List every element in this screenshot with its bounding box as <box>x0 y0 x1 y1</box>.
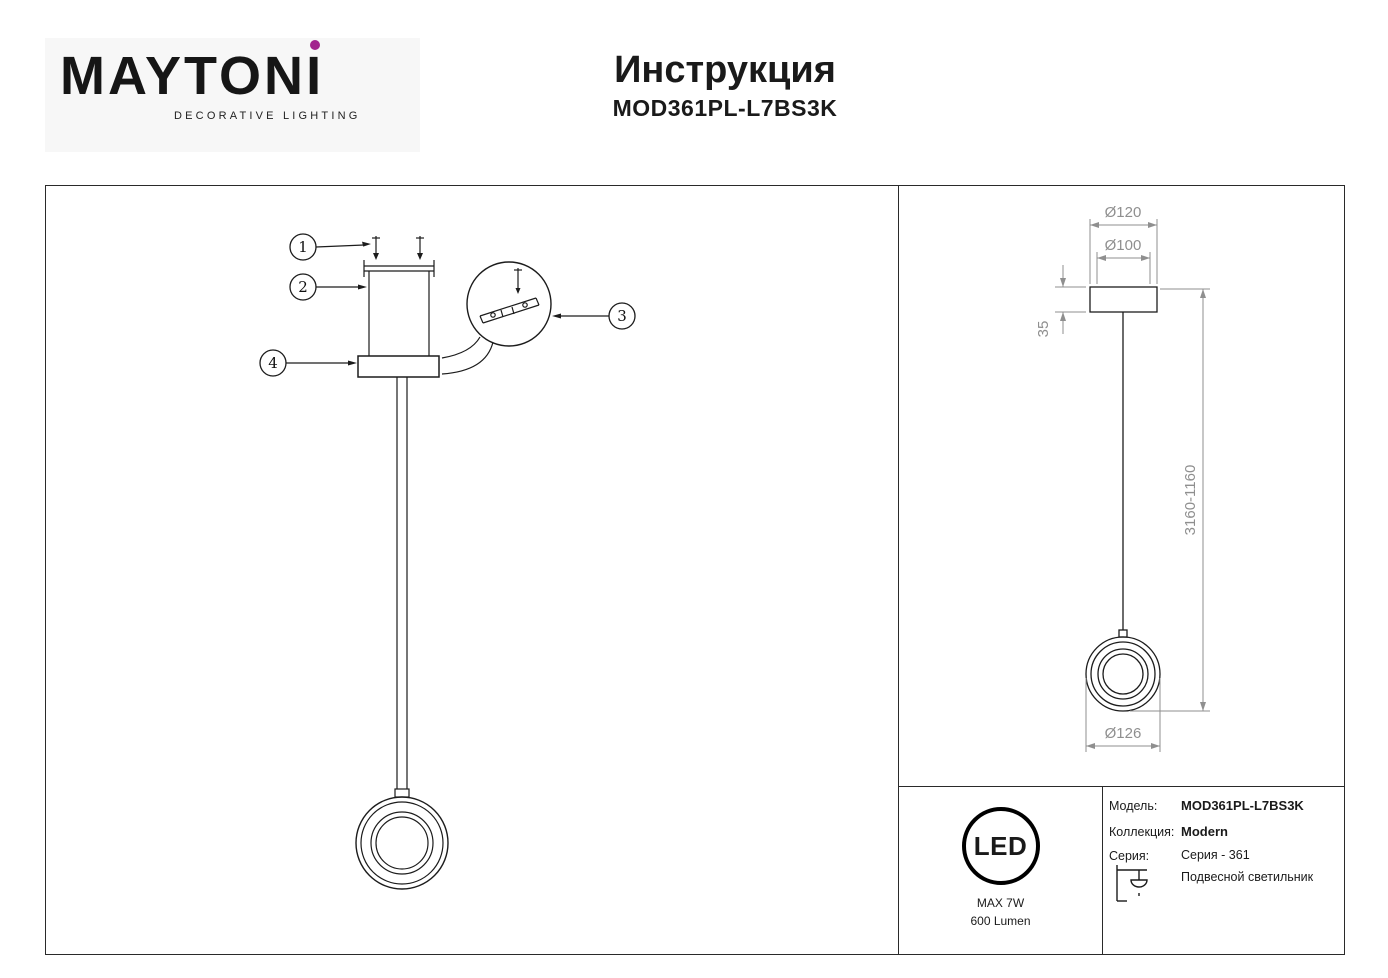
mounting-bracket <box>363 260 435 356</box>
callout-3-number: 3 <box>617 307 627 325</box>
dim-suspension-range: 3160-1160 <box>1182 465 1199 536</box>
frame-divider-vertical <box>898 186 899 954</box>
spec-divider-vertical <box>1102 786 1103 954</box>
model-number: MOD361PL-L7BS3K <box>612 95 838 121</box>
callouts <box>259 233 636 377</box>
luminous-flux: 600 Lumen <box>970 914 1031 928</box>
fixture-type: Подвесной светильник <box>1181 870 1314 884</box>
callout-1-number: 1 <box>298 238 308 256</box>
logo-dot-icon <box>310 40 321 50</box>
led-badge: LED MAX 7W 600 Lumen <box>899 787 1102 954</box>
collection-label: Коллекция: <box>1109 825 1175 839</box>
led-label: LED <box>973 830 1028 861</box>
spec-panel: Модель: MOD361PL-L7BS3K Коллекция: Moder… <box>1103 787 1345 954</box>
dim-ring-diameter: Ø126 <box>1105 725 1142 742</box>
dimension-labels: Ø120 Ø100 35 3160-1160 Ø126 <box>1035 204 1199 742</box>
screw-left-icon <box>372 236 380 260</box>
pendant-lamp-icon <box>1116 865 1148 902</box>
drawing-frame: 1 2 3 4 <box>45 185 1345 955</box>
dimension-lamp <box>1085 286 1161 712</box>
ring-mount <box>394 788 410 798</box>
canopy <box>357 355 440 378</box>
pendant-tube <box>396 377 408 789</box>
max-power: MAX 7W <box>976 896 1025 910</box>
detail-leader-top <box>441 336 481 359</box>
logo-tagline: DECORATIVE LIGHTING <box>174 109 361 122</box>
screw-right-icon <box>416 236 424 260</box>
light-ring <box>355 796 449 890</box>
series-label: Серия: <box>1109 849 1150 863</box>
detail-view <box>466 261 552 347</box>
model-value: MOD361PL-L7BS3K <box>1181 798 1304 813</box>
dim-canopy-height: 35 <box>1035 321 1052 338</box>
logo-background <box>45 38 420 152</box>
dimension-drawing: Ø120 Ø100 35 3160-1160 Ø126 <box>1035 204 1210 752</box>
dim-canopy-outer: Ø120 <box>1105 204 1142 221</box>
model-label: Модель: <box>1109 799 1158 813</box>
series-value: Серия - 361 <box>1181 848 1250 862</box>
assembly-drawing: 1 2 3 4 <box>259 233 636 890</box>
dimension-lines <box>1055 219 1210 752</box>
dim-canopy-inner: Ø100 <box>1105 237 1142 254</box>
page-title: Инструкция <box>614 49 836 91</box>
header: Инструкция MOD361PL-L7BS3K <box>500 48 950 122</box>
collection-value: Modern <box>1181 824 1228 839</box>
logo-wordmark-main: MAYTON <box>60 46 307 106</box>
logo-letter-i: I <box>306 40 324 105</box>
spec-divider-horizontal <box>898 786 1345 787</box>
led-logo: LED <box>961 807 1040 885</box>
callout-2-number: 2 <box>298 278 308 296</box>
callout-4-number: 4 <box>268 354 278 372</box>
detail-leader-bottom <box>441 341 494 375</box>
